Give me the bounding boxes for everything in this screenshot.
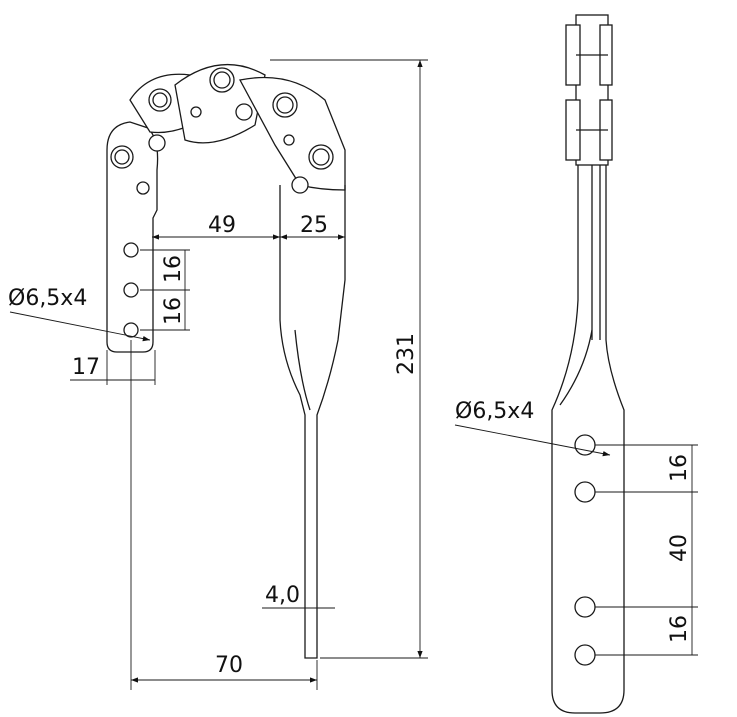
side-dim-spacing-bottom: 16 xyxy=(667,615,692,643)
dim-hole-spacing-1: 16 xyxy=(161,255,186,283)
side-dim-spacing-top: 16 xyxy=(667,454,692,482)
dim-hole-spec: Ø6,5x4 xyxy=(8,286,87,311)
side-view: Ø6,5x4 16 40 16 xyxy=(454,14,698,714)
side-dim-spacing-mid: 40 xyxy=(667,534,692,562)
arm-edge xyxy=(294,329,311,411)
side-dim-hole-spec: Ø6,5x4 xyxy=(455,399,534,424)
dim-gap: 49 xyxy=(208,213,236,238)
dim-edge: 17 xyxy=(72,355,100,380)
left-strip xyxy=(106,121,159,353)
front-view: 70 49 25 16 16 Ø6,5x4 17 231 4,0 xyxy=(8,59,428,690)
dim-hole-spacing-2: 16 xyxy=(161,297,186,325)
holes xyxy=(110,67,334,338)
dim-span: 70 xyxy=(215,653,243,678)
dim-total-height: 231 xyxy=(394,333,419,375)
dim-arm-width: 25 xyxy=(300,213,328,238)
dim-rod: 4,0 xyxy=(265,583,300,608)
right-arm xyxy=(279,185,346,659)
side-holes xyxy=(574,434,596,666)
chain-link-3 xyxy=(239,76,346,191)
